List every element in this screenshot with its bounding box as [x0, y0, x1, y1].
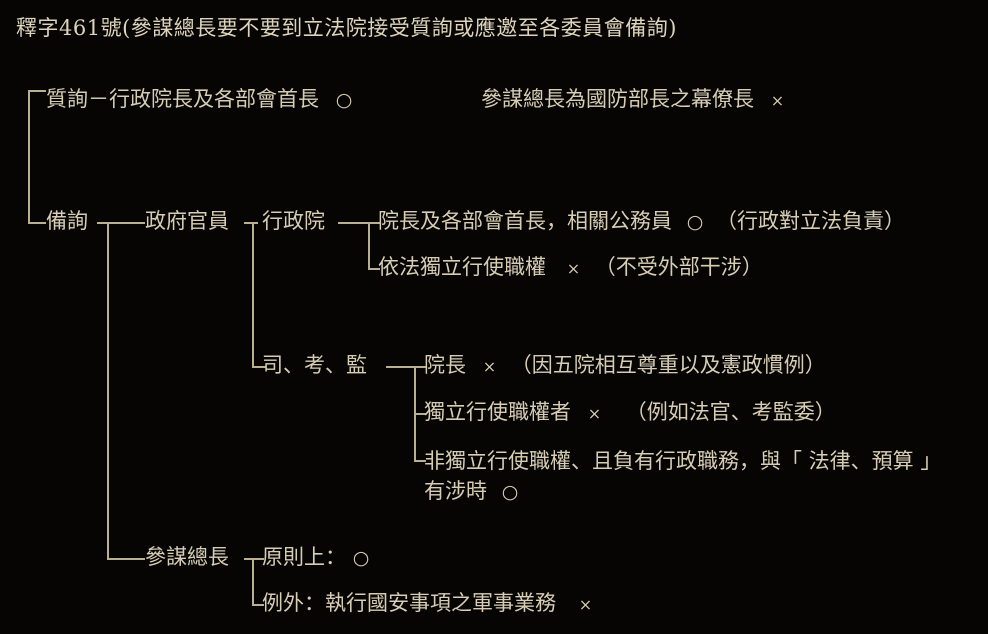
- connector-three-yuan-stem: [386, 366, 420, 368]
- node-three-yuan-child-1: 院長 × （因五院相互尊重以及憲政慣例）: [424, 352, 826, 380]
- node-exec-yuan-child-1: 院長及各部會首長，相關公務員 ○ （行政對立法負責）: [378, 208, 905, 235]
- connector-root-to-interpellation: [28, 90, 46, 92]
- connector-chief-child1: [252, 558, 264, 560]
- connector-chief-vertical: [252, 558, 254, 604]
- node-exec-yuan-child-1-note: （行政對立法負責）: [715, 209, 905, 233]
- connector-root-vertical: [28, 90, 30, 224]
- node-interpellation-label: 質詢－行政院長及各部會首長: [46, 87, 319, 111]
- node-three-yuan-child-3-mark: ○: [501, 481, 519, 503]
- node-exec-yuan-child-2-note: （不受外部干涉）: [594, 255, 763, 279]
- connector-three-yuan-child2: [414, 413, 426, 415]
- node-chief-child-2: 例外：執行國安事項之軍事業務 ×: [262, 590, 592, 618]
- node-exec-yuan-child-1-mark: ○: [686, 211, 704, 233]
- connector-exec-yuan-child2: [368, 268, 380, 270]
- node-three-yuan-child-1-note: （因五院相互尊重以及憲政慣例）: [510, 353, 826, 377]
- connector-chief-child2: [252, 604, 264, 606]
- node-aside-chief-mark: ×: [770, 91, 785, 110]
- node-chief-of-staff: 參謀總長: [145, 545, 229, 569]
- node-government-officials: 政府官員: [145, 209, 229, 233]
- connector-chief-stem: [244, 558, 258, 560]
- node-three-yuan-child-2: 獨立行使職權者 × （例如法官、考監委）: [424, 399, 836, 427]
- node-chief-child-2-label: 例外：執行國安事項之軍事業務: [262, 591, 556, 615]
- node-exec-yuan-child-2: 依法獨立行使職權 × （不受外部干涉）: [378, 254, 763, 282]
- node-aside-chief-of-staff: 參謀總長為國防部長之幕僚長 ×: [481, 86, 784, 114]
- node-three-yuan-child-2-label: 獨立行使職權者: [424, 400, 571, 424]
- node-interpellation: 質詢－行政院長及各部會首長 ○: [46, 86, 352, 113]
- connector-consultation-vertical: [107, 222, 109, 558]
- node-exec-yuan-child-2-mark: ×: [566, 259, 581, 278]
- connector-root-to-consultation: [28, 222, 46, 224]
- node-three-yuan-child-3-label: 非獨立行使職權、且負有行政職務，與「 法律、預算 」有涉時: [424, 449, 931, 503]
- connector-three-yuan-child1: [414, 366, 426, 368]
- connector-exec-yuan-child1: [368, 222, 380, 224]
- node-exec-yuan-child-2-label: 依法獨立行使職權: [378, 255, 546, 279]
- node-three-yuan-child-1-mark: ×: [482, 357, 497, 376]
- connector-gov-to-three-yuan: [252, 366, 266, 368]
- node-chief-child-1: 原則上： ○: [262, 544, 369, 571]
- node-aside-chief-label: 參謀總長為國防部長之幕僚長: [481, 87, 754, 111]
- connector-exec-yuan-vertical: [368, 222, 370, 268]
- connector-gov-to-exec-yuan: [244, 222, 258, 224]
- connector-three-yuan-child3: [414, 460, 426, 462]
- node-three-yuan-child-1-label: 院長: [424, 353, 466, 377]
- connector-consultation-to-chief: [107, 558, 145, 560]
- node-chief-child-1-label: 原則上：: [262, 545, 346, 569]
- connector-exec-yuan-stem: [338, 222, 374, 224]
- node-consultation: 備詢: [46, 209, 88, 233]
- node-three-yuan-child-2-mark: ×: [587, 404, 602, 423]
- node-interpellation-mark: ○: [335, 89, 353, 111]
- connector-gov-officials-vertical: [252, 222, 254, 366]
- connector-consultation-to-gov-officials: [97, 222, 145, 224]
- node-three-yuan: 司、考、監: [262, 353, 367, 377]
- node-chief-child-1-mark: ○: [352, 547, 370, 569]
- page-title: 釋字461號(參謀總長要不要到立法院接受質詢或應邀至各委員會備詢): [16, 16, 677, 40]
- node-three-yuan-child-3: 非獨立行使職權、且負有行政職務，與「 法律、預算 」有涉時 ○: [424, 446, 940, 507]
- node-three-yuan-child-2-note: （例如法官、考監委）: [625, 400, 836, 424]
- node-executive-yuan: 行政院: [262, 209, 325, 233]
- node-exec-yuan-child-1-label: 院長及各部會首長，相關公務員: [378, 209, 672, 233]
- node-chief-child-2-mark: ×: [578, 595, 593, 614]
